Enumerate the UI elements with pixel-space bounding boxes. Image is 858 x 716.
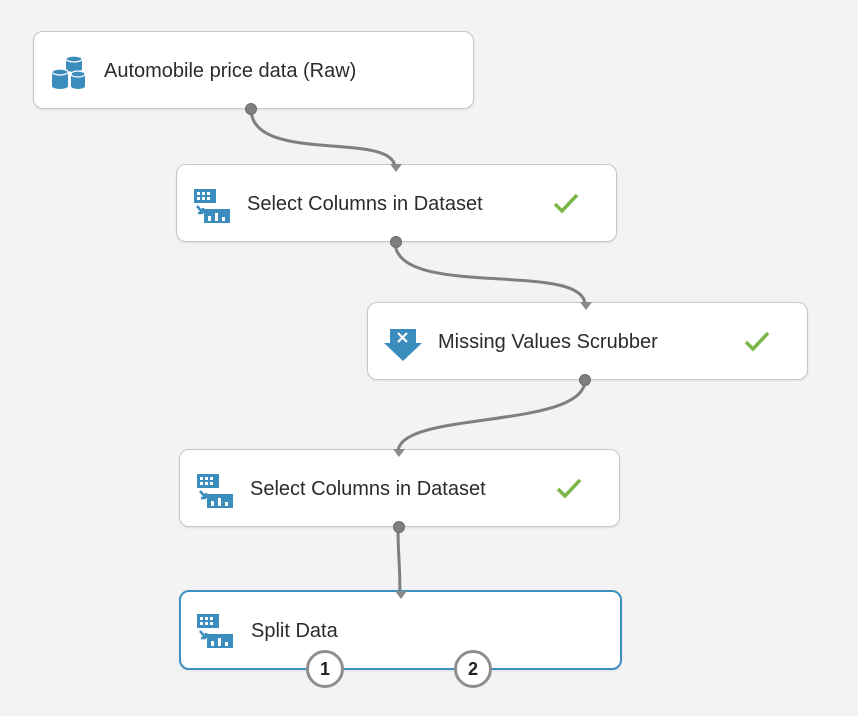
dataset-icon xyxy=(47,52,87,92)
module-automobile-price-data[interactable]: Automobile price data (Raw) xyxy=(33,31,474,115)
module-label: Missing Values Scrubber xyxy=(438,331,658,353)
missing-values-scrubber-icon xyxy=(384,325,424,365)
module-label: Select Columns in Dataset xyxy=(247,193,483,215)
connection-1-2 xyxy=(249,108,397,169)
module-label: Split Data xyxy=(251,620,338,642)
input-port-arrow[interactable] xyxy=(390,164,402,172)
split-data-icon xyxy=(195,612,235,652)
module-label: Automobile price data (Raw) xyxy=(104,60,357,82)
input-port-arrow[interactable] xyxy=(393,449,405,457)
input-port-arrow[interactable] xyxy=(395,591,407,599)
success-check-icon xyxy=(551,189,581,219)
input-port-arrow[interactable] xyxy=(580,302,592,310)
success-check-icon xyxy=(554,474,584,504)
module-split-data[interactable]: Split Data xyxy=(179,590,622,670)
module-label: Select Columns in Dataset xyxy=(250,478,486,500)
connection-2-3 xyxy=(393,241,587,306)
success-check-icon xyxy=(742,327,772,357)
module-missing-values-scrubber[interactable]: Missing Values Scrubber xyxy=(367,302,808,386)
output-port[interactable] xyxy=(393,521,405,533)
select-columns-icon xyxy=(195,472,235,512)
select-columns-icon xyxy=(192,187,232,227)
connection-3-4 xyxy=(396,379,587,453)
output-port[interactable] xyxy=(245,103,257,115)
output-port-2[interactable]: 2 xyxy=(454,650,492,688)
output-port-1[interactable]: 1 xyxy=(306,650,344,688)
module-select-columns-1[interactable]: Select Columns in Dataset xyxy=(176,164,617,248)
module-select-columns-2[interactable]: Select Columns in Dataset xyxy=(179,449,620,533)
output-port[interactable] xyxy=(579,374,591,386)
connection-4-5 xyxy=(396,526,402,595)
output-port[interactable] xyxy=(390,236,402,248)
